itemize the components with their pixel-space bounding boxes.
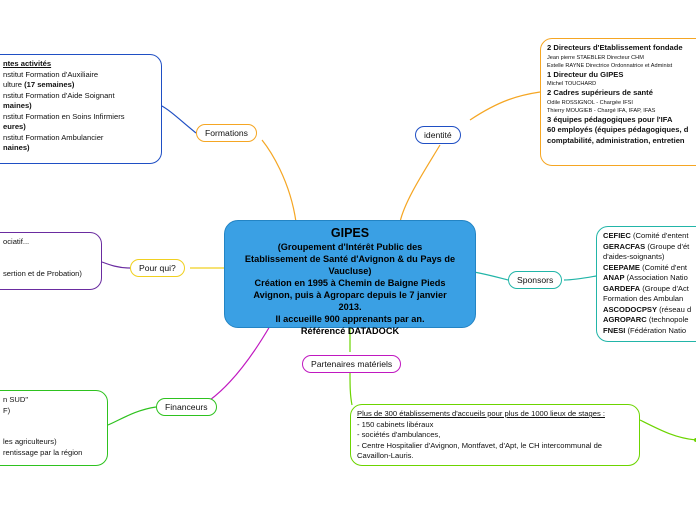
- partenaires-line: - sociétés d'ambulances,: [357, 430, 441, 439]
- formations-line: nstitut Formation en Soins Infirmiers: [3, 111, 125, 121]
- sponsor-item: CEEPAME (Comité d'ent: [603, 262, 688, 272]
- financeurs-box[interactable]: n SUD" F) les agriculteurs) rentissage p…: [0, 390, 108, 466]
- formations-line: naines): [3, 143, 30, 152]
- sponsor-item: ANAP (Association Natio: [603, 273, 688, 282]
- link-financeurs: [209, 325, 271, 401]
- identite-line: Thierry MOUGIEB - Chargé IFA, IFAP, IFAS: [547, 107, 656, 114]
- sponsor-item: AGROPARC (technopole: [603, 315, 689, 324]
- branch-pourqui-label: Pour qui?: [139, 263, 176, 273]
- formations-box[interactable]: ntes activités nstitut Formation d'Auxil…: [0, 54, 162, 164]
- formations-line: maines): [3, 101, 32, 110]
- identite-line: 2 Cadres supérieurs de santé: [547, 88, 653, 97]
- central-line: Référencé DATADOCK: [300, 326, 400, 336]
- branch-financeurs-label: Financeurs: [165, 402, 208, 412]
- partenaires-heading: Plus de 300 établissements d'accueils po…: [357, 409, 605, 418]
- sponsor-item: CEFIEC (Comité d'entent: [603, 231, 689, 240]
- identite-line: 1 Directeur du GIPES: [547, 69, 624, 79]
- identite-line: Odile ROSSIGNOL - Chargée IFSI: [547, 99, 633, 106]
- formations-heading: ntes activités: [3, 59, 52, 68]
- branch-identite[interactable]: identité: [415, 126, 461, 144]
- branch-sponsors-label: Sponsors: [517, 275, 554, 285]
- formations-line: eures): [3, 122, 26, 131]
- central-title: GIPES: [330, 226, 370, 240]
- sponsor-item: Formation des Ambulan: [603, 294, 684, 303]
- link-identite-box: [469, 91, 541, 121]
- central-line: Il accueille 900 apprenants par an.: [275, 314, 425, 324]
- link-formations: [261, 139, 297, 223]
- formations-line: nstitut Formation d'Aide Soignant: [3, 90, 115, 100]
- identite-line: comptabilité, administration, entretien: [547, 135, 685, 145]
- financeurs-line: rentissage par la région: [3, 447, 83, 457]
- pourqui-line: sertion et de Probation): [3, 268, 82, 278]
- branch-partenaires-label: Partenaires matériels: [311, 359, 393, 369]
- link-formations-box: [159, 104, 197, 134]
- financeurs-line: les agriculteurs): [3, 437, 57, 446]
- link-partenaires-extra: [639, 419, 696, 441]
- link-identite: [399, 144, 441, 223]
- central-line: Vaucluse): [328, 266, 372, 276]
- link-sponsors-box: [563, 275, 597, 281]
- central-line: Création en 1995 à Chemin de Baigne Pied…: [254, 278, 446, 288]
- branch-sponsors[interactable]: Sponsors: [508, 271, 563, 289]
- pourqui-line: [0, 248, 95, 259]
- sponsor-item: d'aides-soignants): [603, 252, 665, 261]
- identite-line: 60 employés (équipes pédagogiques, d: [547, 125, 689, 134]
- financeurs-line: [0, 427, 101, 438]
- central-line: 2013.: [338, 302, 362, 312]
- identite-line: 3 équipes pédagogiques pour l'IFA: [547, 114, 673, 124]
- sponsor-item: GERACFAS (Groupe d'ét: [603, 241, 690, 251]
- formations-line: ulture (17 semaines): [3, 80, 75, 89]
- branch-formations[interactable]: Formations: [196, 124, 257, 142]
- central-node[interactable]: GIPES (Groupement d'Intérêt Public des E…: [224, 220, 476, 336]
- identite-line: Jean pierre STAEBLER Directeur CHM: [547, 54, 644, 61]
- central-line: (Groupement d'Intérêt Public des: [277, 242, 423, 252]
- pourqui-line: ociatif...: [3, 237, 30, 246]
- sponsor-item: GARDEFA (Groupe d'Act: [603, 283, 689, 293]
- central-line: Avignon, puis à Agroparc depuis le 7 jan…: [253, 290, 447, 300]
- link-financeurs-box: [107, 406, 157, 426]
- branch-pourqui[interactable]: Pour qui?: [130, 259, 185, 277]
- sponsors-box[interactable]: CEFIEC (Comité d'entent GERACFAS (Groupe…: [596, 226, 696, 342]
- pourqui-box[interactable]: ociatif... sertion et de Probation): [0, 232, 102, 290]
- branch-formations-label: Formations: [205, 128, 248, 138]
- pourqui-line: [0, 258, 95, 269]
- formations-line: nstitut Formation d'Auxiliaire: [3, 69, 99, 79]
- link-sponsors: [473, 271, 509, 281]
- financeurs-line: [0, 416, 101, 427]
- link-pourqui-box: [101, 261, 131, 269]
- financeurs-line: F): [3, 405, 11, 415]
- branch-identite-label: identité: [424, 130, 452, 140]
- partenaires-line: - Centre Hospitalier d'Avignon, Montfave…: [357, 440, 603, 450]
- financeurs-line: n SUD": [3, 395, 29, 404]
- identite-line: Estelle RAYNE Directrice Ordonnatrice et…: [547, 62, 673, 69]
- sponsor-item: FNESI (Fédération Natio: [603, 325, 687, 335]
- identite-line: 2 Directeurs d'Etablissement fondade: [547, 43, 683, 52]
- formations-line: nstitut Formation Ambulancier: [3, 132, 104, 142]
- branch-partenaires[interactable]: Partenaires matériels: [302, 355, 402, 373]
- identite-line: Michel TOUCHARD: [547, 81, 597, 87]
- identite-box[interactable]: 2 Directeurs d'Etablissement fondade Jea…: [540, 38, 696, 166]
- partenaires-line: - 150 cabinets libéraux: [357, 419, 434, 429]
- sponsor-item: ASCODOCPSY (réseau d: [603, 304, 692, 314]
- branch-financeurs[interactable]: Financeurs: [156, 398, 217, 416]
- link-partenaires-box: [349, 371, 353, 406]
- partenaires-box[interactable]: Plus de 300 établissements d'accueils po…: [350, 404, 640, 466]
- partenaires-line: Cavaillon-Lauris.: [357, 451, 414, 460]
- central-line: Etablissement de Santé d'Avignon & du Pa…: [244, 254, 456, 264]
